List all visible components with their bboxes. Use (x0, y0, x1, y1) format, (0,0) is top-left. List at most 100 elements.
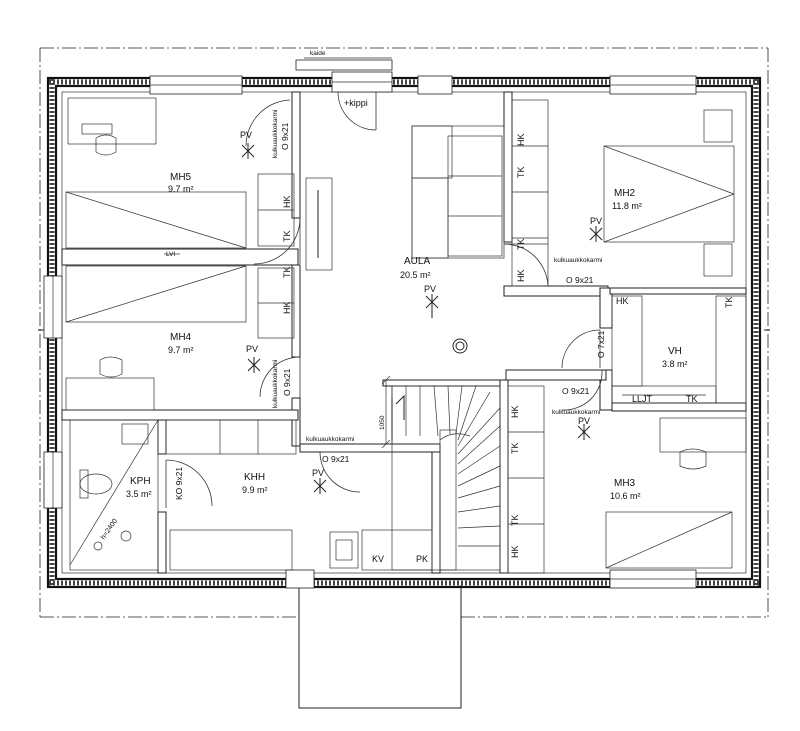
pv-label: PV (246, 344, 258, 354)
furniture (65, 97, 747, 571)
hk-label: HK (510, 545, 520, 558)
lljt-label: LLJT (632, 394, 653, 404)
room-labels: MH5 9.7 m² MH4 9.7 m² AULA 20.5 m² MH2 1… (126, 172, 688, 501)
bed (605, 511, 733, 569)
room-name-aula: AULA (404, 256, 430, 267)
exterior-walls (46, 76, 762, 589)
pv-symbol (241, 143, 255, 159)
room-area-kph: 3.5 m² (126, 489, 152, 499)
staircase (391, 385, 501, 571)
pv-label: PV (590, 216, 602, 226)
chair (95, 134, 117, 156)
counter (169, 529, 293, 571)
nightstand (703, 109, 733, 143)
pv-label: PV (424, 284, 436, 294)
hk-label: HK (510, 405, 520, 418)
pv-symbol (313, 478, 327, 494)
desk-item (81, 123, 113, 135)
door-size-label: O 9x21 (566, 275, 594, 285)
utility-counter (165, 419, 297, 455)
room-area-mh5: 9.7 m² (168, 184, 194, 194)
nightstand (703, 243, 733, 277)
tk-label: TK (516, 166, 526, 178)
chair (679, 448, 707, 470)
dimension-label: 1050 (379, 415, 386, 430)
kulkuaukko-label: kulkuaukkokarmi (306, 436, 354, 443)
pv-symbol (425, 294, 439, 318)
floor-drain (93, 541, 103, 551)
smoke-detector-icon (452, 338, 468, 354)
bed (65, 265, 247, 323)
room-area-mh4: 9.7 m² (168, 345, 194, 355)
bed (65, 191, 247, 249)
door-size-label: O 9x21 (280, 122, 290, 150)
toilet (79, 473, 113, 495)
tk-label: TK (516, 238, 526, 250)
door-size-label: O 9x21 (322, 454, 350, 464)
kulkuaukko-label: kulkuaukkokarmi (272, 110, 279, 158)
door-size-label: O 7x21 (596, 330, 606, 358)
tk-label: TK (510, 442, 520, 454)
kv-label: KV (372, 554, 384, 564)
desk (659, 417, 747, 453)
room-area-khh: 9.9 m² (242, 485, 268, 495)
desk (67, 97, 157, 145)
tk-label: TK (282, 266, 292, 278)
kippi-label: +kippi (344, 98, 368, 108)
hk-label: HK (516, 269, 526, 282)
pv-symbol (589, 226, 603, 242)
sink-basin (335, 539, 353, 561)
room-name-kph: KPH (130, 476, 151, 487)
room-name-mh4: MH4 (170, 332, 192, 343)
tk-label: TK (282, 230, 292, 242)
cabinet (305, 177, 333, 271)
room-area-mh2: 11.8 m² (612, 201, 642, 211)
room-name-khh: KHH (244, 472, 265, 483)
pv-label: PV (578, 416, 590, 426)
room-area-aula: 20.5 m² (400, 270, 431, 280)
shower-area (69, 419, 159, 571)
room-name-mh5: MH5 (170, 172, 192, 183)
door-size-label: KO 9x21 (174, 467, 184, 500)
room-name-mh2: MH2 (614, 188, 636, 199)
pv-label: PV (312, 468, 324, 478)
kulkuaukko-label: kulkuaukkokarmi (552, 409, 600, 416)
tk-label: TK (510, 514, 520, 526)
kulkuaukko-label: kulkuaukkokarmi (554, 257, 602, 264)
ceiling-height-label: h=2400 (100, 518, 119, 541)
room-area-vh: 3.8 m² (662, 359, 688, 369)
interior-walls (61, 91, 747, 574)
wardrobes (257, 99, 747, 574)
washbasin (121, 423, 149, 445)
hk-label: HK (616, 296, 629, 306)
room-name-mh3: MH3 (614, 478, 636, 489)
hk-label: HK (282, 301, 292, 314)
windows (43, 59, 697, 589)
kulkuaukko-label: kulkuaukkokarmi (272, 360, 279, 408)
annotation-labels: kaide +kippi PV PV PV PV PV PV kulkuaukk… (100, 50, 734, 564)
pv-label: PV (240, 130, 252, 140)
chair (99, 356, 123, 378)
hk-label: HK (516, 133, 526, 146)
desk (65, 377, 155, 411)
tk-label: TK (724, 296, 734, 308)
floor-drain (120, 530, 132, 542)
room-area-mh3: 10.6 m² (610, 491, 641, 501)
pk-label: PK (416, 554, 428, 564)
tk-label: TK (686, 394, 698, 404)
pv-symbol (577, 424, 591, 440)
sink (329, 531, 359, 569)
door-swings (165, 91, 603, 508)
hk-label: HK (282, 195, 292, 208)
railing-label: kaide (310, 50, 326, 57)
dimension-lines (164, 57, 392, 449)
pv-symbol (247, 357, 261, 373)
laundry-appliances (361, 529, 433, 571)
balcony-outline (298, 585, 462, 709)
vent-symbols (241, 143, 603, 494)
site-boundary (38, 47, 770, 618)
room-name-vh: VH (668, 346, 682, 357)
sofa (411, 125, 505, 259)
door-size-label: O 9x21 (562, 386, 590, 396)
